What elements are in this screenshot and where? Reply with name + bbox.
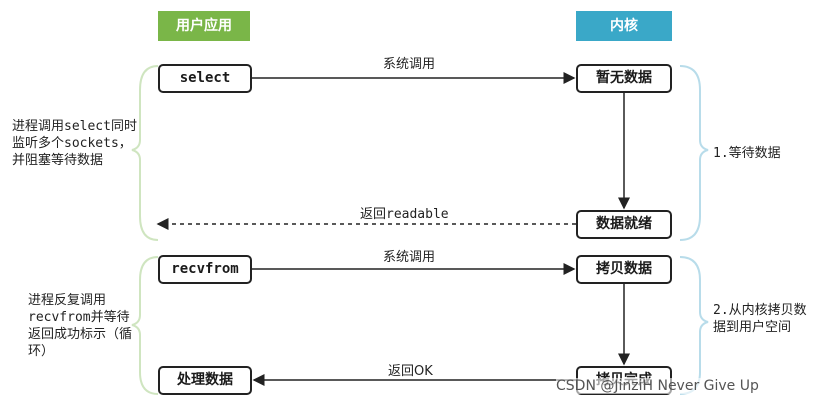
copy-data-box: 拷贝数据 bbox=[576, 255, 672, 284]
user-app-header: 用户应用 bbox=[158, 11, 250, 41]
syscall-label-1: 系统调用 bbox=[383, 57, 436, 72]
copy-data-note: 2.从内核拷贝数据到用户空间 bbox=[713, 303, 807, 335]
watermark: CSDN @JinziH Never Give Up bbox=[556, 378, 759, 394]
return-ok-label: 返回OK bbox=[388, 364, 433, 379]
left-bracket-1 bbox=[131, 65, 159, 241]
select-description: 进程调用select同时监听多个sockets，并阻塞等待数据 bbox=[12, 119, 137, 168]
right-bracket-1 bbox=[679, 65, 709, 241]
wait-data-note: 1.等待数据 bbox=[713, 146, 781, 161]
no-data-box: 暂无数据 bbox=[576, 64, 672, 93]
right-bracket-2 bbox=[679, 256, 709, 395]
return-readable-label: 返回readable bbox=[360, 207, 449, 222]
recvfrom-description: 进程反复调用recvfrom并等待返回成功标示（循环） bbox=[28, 293, 133, 359]
select-box: select bbox=[158, 64, 252, 93]
recvfrom-box: recvfrom bbox=[158, 255, 252, 284]
process-data-box: 处理数据 bbox=[158, 366, 252, 395]
kernel-header: 内核 bbox=[576, 11, 672, 41]
data-ready-box: 数据就绪 bbox=[576, 210, 672, 239]
left-bracket-2 bbox=[131, 256, 159, 395]
syscall-label-2: 系统调用 bbox=[383, 250, 436, 265]
